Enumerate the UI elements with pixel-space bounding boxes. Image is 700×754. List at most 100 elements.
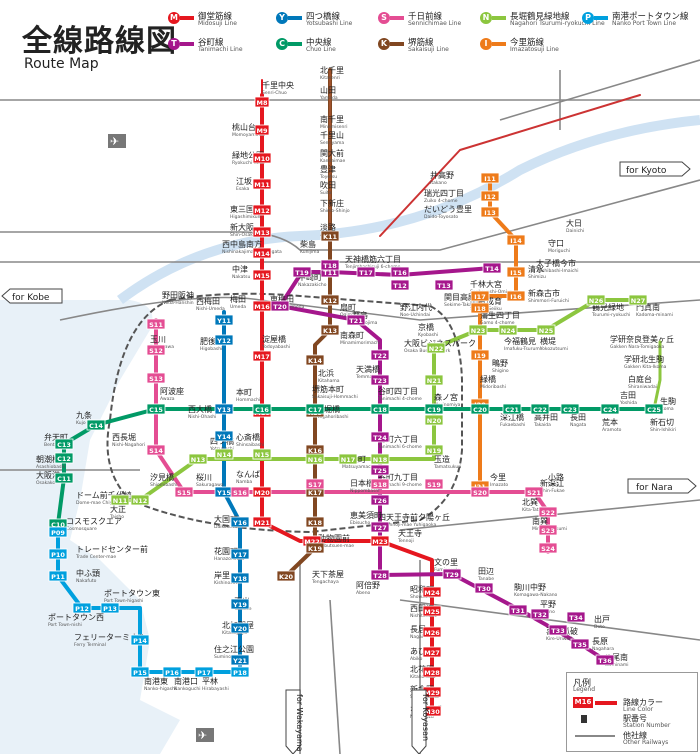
station-badge-label: C10 [51,521,65,529]
station-name-en: Shinsaibashi [236,442,264,448]
nagahori-line-icon: N [480,12,492,24]
kintetsu-keihanna-line [652,340,662,411]
station-name: 今福鶴見 [504,336,536,346]
station-badge-label: Y18 [232,575,247,583]
station-name-en: Shitennoji-mae Yuhigaoka [378,522,436,528]
station-name: だいどう豊里 [424,204,472,214]
station-name-en: Zuiko 4-chome [424,198,458,204]
station-badge-label: N24 [501,327,516,335]
station-name-en: Minamimorimachi [340,340,380,346]
station-name: 花園町 [214,546,238,556]
station-badge-label: M27 [424,649,440,657]
station-badge: C19 [424,403,444,415]
chuo-line-icon: C [276,38,288,50]
key-line-color-en: Line Color [623,706,654,713]
station-name-en: Kujo [76,420,86,426]
station-badge-label: N16 [308,456,323,464]
station-badge-label: M20 [254,489,270,497]
station-name-en: Noe-Uchindai [400,312,430,318]
chuo-line-swatch [288,42,302,46]
legend-label-en: Sakaisuji Line [408,46,449,53]
station-badge-label: M23 [372,538,388,546]
key-station-icon [581,715,587,723]
station-badge: T13 [434,279,454,291]
station-badge-label: S23 [541,527,555,535]
station-name: 北浜 [318,368,334,378]
station-name-en: Abiko [410,656,423,662]
station-badge-label: I16 [510,293,522,301]
station-name: 新石切 [650,417,674,427]
station-name: 森ノ宮 [434,392,458,402]
chuo-line [56,407,656,526]
station-badge: M10 [252,152,272,164]
station-name-en: Tsurumi-ryokuchi [591,312,630,318]
station-badge-label: M30 [424,708,440,716]
station-badge: K14 [305,354,325,366]
legend-item-imazatosuji: I 今里筋線 Imazatosuji Line [480,36,610,58]
station-name: 吹田 [320,180,336,190]
station-name: フェリーターミナル [74,633,146,642]
station-badge: C14 [86,419,106,431]
station-name: 桜川 [196,472,212,482]
station-badge: P10 [48,548,68,560]
station-badge-label: M25 [424,608,440,616]
station-badge-label: T25 [373,467,387,475]
station-badge: M8 [254,96,270,108]
station-badge: N15 [252,448,272,460]
legend-label: 南港ポートタウン線 [612,12,689,22]
station-name: 今里 [490,472,506,482]
station-name-en: Kitasenri [320,75,340,81]
station-name-en: Tanimachi 4-chome [377,396,422,402]
station-badge-label: T17 [359,269,372,277]
station-badge: S19 [424,478,444,490]
station-badge-label: N26 [589,297,604,305]
station-badge: N19 [424,444,444,456]
station-badge: I14 [506,234,526,246]
station-badge-label: N20 [427,417,442,425]
station-name: ポートタウン西 [48,613,104,622]
station-name-en: Senriyama [320,140,344,146]
station-name-en: Matsuyamachi [342,464,375,470]
keihan-line [379,94,641,237]
station-name-en: Cosmosquare [66,526,97,532]
station-badge: I18 [470,302,490,314]
station-badge: N24 [498,324,518,336]
station-badge: M23 [370,535,390,547]
station-badge: M27 [422,646,442,658]
station-badge: M20 [252,486,272,498]
station-badge: N14 [214,448,234,460]
station-badge: I16 [506,290,526,302]
station-name-en: Esaka [236,186,249,192]
station-badge: K19 [305,542,325,554]
sennichimae-line-icon: S [378,12,390,24]
station-name-en: Gamo 4-chome [480,320,515,326]
station-badge: T34 [566,611,586,623]
station-badge-label: P12 [75,605,89,613]
station-badge: S18 [370,478,390,490]
key-other-railways: 他社線 [623,731,647,740]
station-name-en: Nishi-Umeda [196,306,225,312]
station-name: 天王寺 [398,529,422,538]
station-badge: N16 [305,453,325,465]
station-name: 大阪港 [36,470,60,480]
station-badge: S24 [538,542,558,554]
station-name: 北巽 [522,498,538,507]
station-badge: C17 [305,403,325,415]
station-badge: K18 [305,516,325,528]
station-badge: K12 [320,294,340,306]
station-badge: C18 [370,403,390,415]
station-badge: S12 [146,344,166,356]
station-badge-label: M10 [254,155,270,163]
station-badge: Y21 [230,654,250,666]
station-name: 学研奈良登美ヶ丘 [610,334,674,344]
station-badge-label: S14 [149,447,163,455]
station-badge-label: M24 [424,589,440,597]
station-name-en: Asashiobashi [36,464,65,470]
station-name: 肥後橋 [200,336,224,346]
station-badge: T28 [370,569,390,581]
station-badge-label: N22 [429,345,444,353]
station-badge: T36 [595,654,615,666]
station-name-en: Taisho [109,514,124,520]
legend-label-en: Nagahori Tsurumi-ryokuchi Line [510,20,605,27]
station-badge: Y16 [230,516,250,528]
